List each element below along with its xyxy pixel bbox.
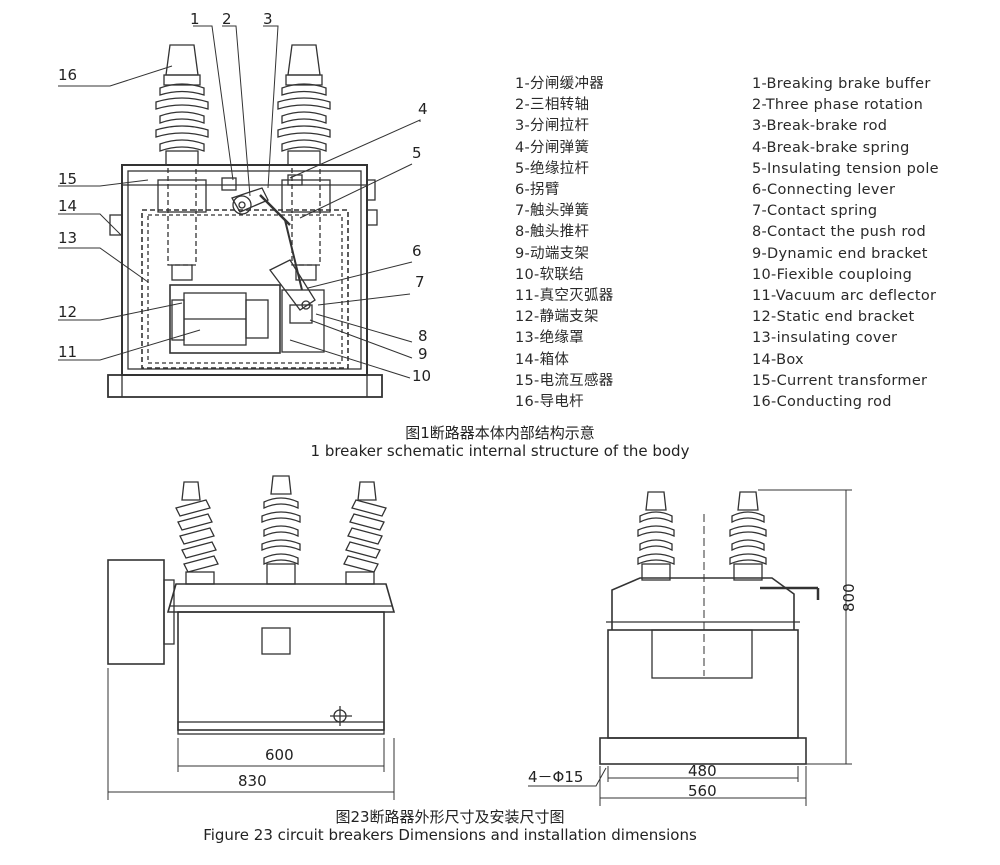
legend-en-item: 9-Dynamic end bracket	[752, 245, 928, 262]
legend-cn-item: 8-触头推杆	[515, 224, 590, 241]
legend-en-item: 15-Current transformer	[752, 372, 928, 389]
legend-cn-item: 3-分闸拉杆	[515, 118, 590, 135]
callout-3: 3	[263, 10, 273, 28]
legend-en-item: 10-Fiexible coupIoing	[752, 266, 913, 283]
legend-cn-item: 2-三相转轴	[515, 97, 590, 114]
callout-15: 15	[58, 170, 78, 188]
legend-chinese: 1-分闸缓冲器 2-三相转轴 3-分闸拉杆 4-分闸弹簧 5-绝缘拉杆 6-拐臂 7-触头弹…	[515, 74, 614, 413]
legend-cn-item: 1-分闸缓冲器	[515, 76, 605, 92]
callout-13: 13	[58, 229, 78, 247]
front-insulator-left	[175, 481, 219, 585]
legend-en-item: 7-Contact spring	[752, 203, 878, 220]
fig1-caption-en: 1 breaker schematic internal structure o…	[310, 442, 690, 460]
callout-6: 6	[412, 242, 422, 260]
front-insulator-right	[343, 481, 387, 585]
callout-2: 2	[222, 10, 232, 28]
legend-en-item: 6-Connecting lever	[752, 182, 896, 199]
fig23-caption-en: Figure 23 circuit breakers Dimensions an…	[203, 826, 697, 844]
legend-cn-item: 15-电流互感器	[515, 372, 614, 389]
dim-front-830: 830	[238, 772, 267, 790]
legend-cn-item: 14-箱体	[515, 351, 570, 368]
fig23-front-view	[107, 475, 396, 800]
dim-side-560: 560	[688, 782, 717, 800]
callout-4: 4	[418, 100, 428, 118]
callout-1: 1	[190, 10, 200, 28]
legend-cn-item: 7-触头弹簧	[515, 203, 590, 220]
legend-cn-item: 9-动端支架	[515, 245, 590, 262]
legend-en-item: 13-insulating cover	[752, 330, 898, 347]
legend-en-item: 5-Insulating tension pole	[752, 160, 939, 177]
legend-en-item: 11-Vacuum arc deflector	[752, 288, 937, 305]
callout-11: 11	[58, 343, 78, 361]
legend-cn-item: 13-绝缘罩	[515, 330, 584, 347]
legend-english: 1-Breaking brake buffer 2-Three phase rot…	[752, 74, 939, 413]
callout-14: 14	[58, 197, 78, 215]
legend-en-item: 16-Conducting rod	[752, 394, 892, 411]
legend-cn-item: 12-静端支架	[515, 309, 599, 326]
legend-cn-item: 16-导电杆	[515, 394, 584, 411]
side-insulator-left	[637, 491, 675, 581]
legend-en-item: 2-Three phase rotation	[752, 97, 924, 114]
callout-7: 7	[415, 273, 425, 291]
side-insulator-right	[729, 491, 767, 581]
fig1-callout-leaders	[58, 25, 421, 379]
legend-cn-item: 6-拐臂	[515, 182, 560, 199]
callout-8: 8	[418, 327, 428, 345]
front-insulator-center	[261, 475, 301, 585]
dim-mount-holes: 4－Φ15	[528, 768, 584, 786]
dim-side-480: 480	[688, 762, 717, 780]
callout-12: 12	[58, 303, 78, 321]
callout-9: 9	[418, 345, 428, 363]
legend-en-item: 1-Breaking brake buffer	[752, 76, 931, 92]
dim-front-600: 600	[265, 746, 294, 764]
fig23-side-view	[528, 489, 852, 806]
legend-en-item: 12-Static end bracket	[752, 309, 915, 326]
legend-cn-item: 5-绝缘拉杆	[515, 160, 590, 177]
dim-side-800: 800	[840, 583, 858, 612]
legend-en-item: 3-Break-brake rod	[752, 118, 888, 135]
legend-en-item: 8-Contact the push rod	[752, 224, 926, 241]
fig23-caption-cn: 图23断路器外形尺寸及安装尺寸图	[335, 808, 565, 826]
callout-16: 16	[58, 66, 78, 84]
legend-cn-item: 4-分闸弹簧	[515, 139, 590, 156]
legend-en-item: 4-Break-brake spring	[752, 139, 910, 156]
fig1-internal-structure	[107, 44, 383, 398]
legend-cn-item: 11-真空灭弧器	[515, 288, 614, 305]
callout-5: 5	[412, 144, 422, 162]
legend-en-item: 14-Box	[752, 351, 804, 368]
legend-cn-item: 10-软联结	[515, 266, 584, 283]
fig1-caption-cn: 图1断路器本体内部结构示意	[405, 424, 595, 442]
callout-10: 10	[412, 367, 432, 385]
